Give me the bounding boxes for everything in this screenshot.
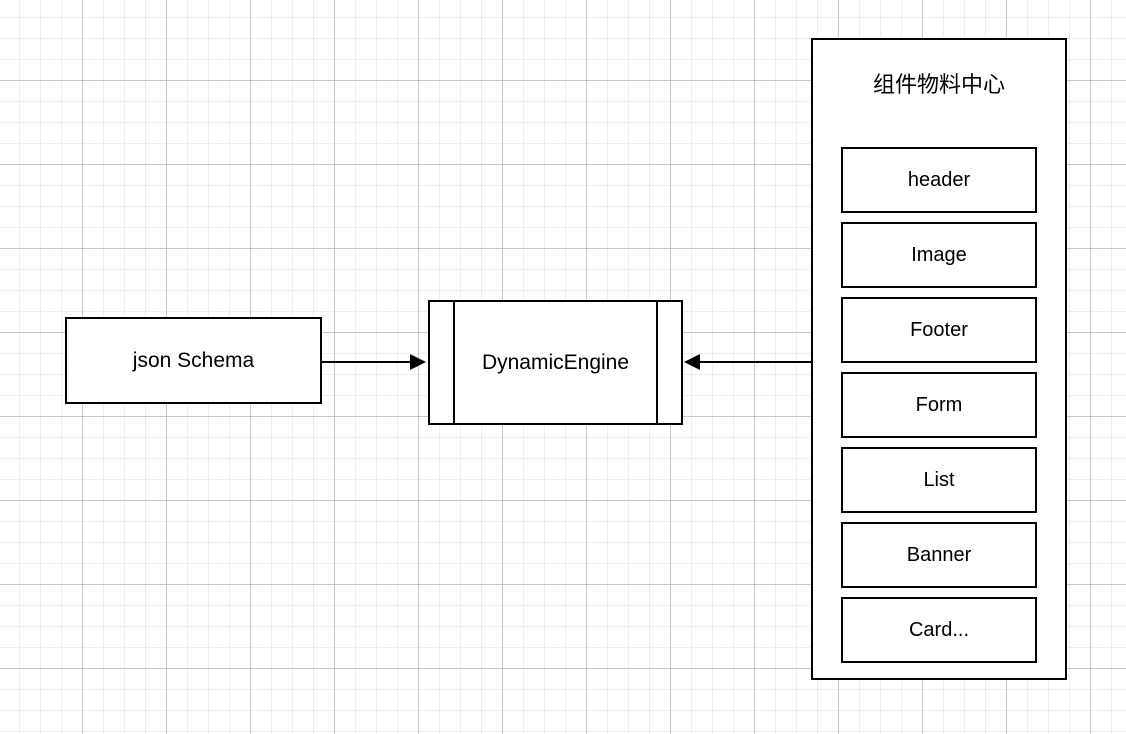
material-item-form[interactable]: Form <box>841 372 1037 438</box>
node-dynamic-engine-label: DynamicEngine <box>481 350 630 374</box>
process-bar-left <box>453 300 455 425</box>
node-json-schema-label: json Schema <box>132 348 255 372</box>
process-bar-right <box>656 300 658 425</box>
material-item-list[interactable]: List <box>841 447 1037 513</box>
material-center-title: 组件物料中心 <box>872 72 1005 97</box>
edge-material-to-engine-line <box>700 361 811 363</box>
material-item-label: Footer <box>910 318 968 341</box>
material-item-label: Form <box>915 393 963 416</box>
material-item-image[interactable]: Image <box>841 222 1037 288</box>
material-item-header[interactable]: header <box>841 147 1037 213</box>
material-item-footer[interactable]: Footer <box>841 297 1037 363</box>
material-item-card[interactable]: Card... <box>841 597 1037 663</box>
material-item-label: List <box>923 468 955 491</box>
arrowhead-right-icon <box>410 354 426 370</box>
material-item-label: Image <box>911 243 967 266</box>
arrowhead-left-icon <box>684 354 700 370</box>
material-item-label: Banner <box>906 543 972 566</box>
material-item-banner[interactable]: Banner <box>841 522 1037 588</box>
material-item-label: Card... <box>908 618 970 641</box>
node-json-schema[interactable]: json Schema <box>65 317 322 404</box>
node-material-center[interactable]: 组件物料中心 header Image Footer Form List Ban… <box>811 38 1067 680</box>
edge-schema-to-engine-line <box>322 361 412 363</box>
material-item-label: header <box>907 168 971 191</box>
node-dynamic-engine[interactable]: DynamicEngine <box>428 300 683 425</box>
material-item-list: header Image Footer Form List Banner Car… <box>841 147 1037 663</box>
